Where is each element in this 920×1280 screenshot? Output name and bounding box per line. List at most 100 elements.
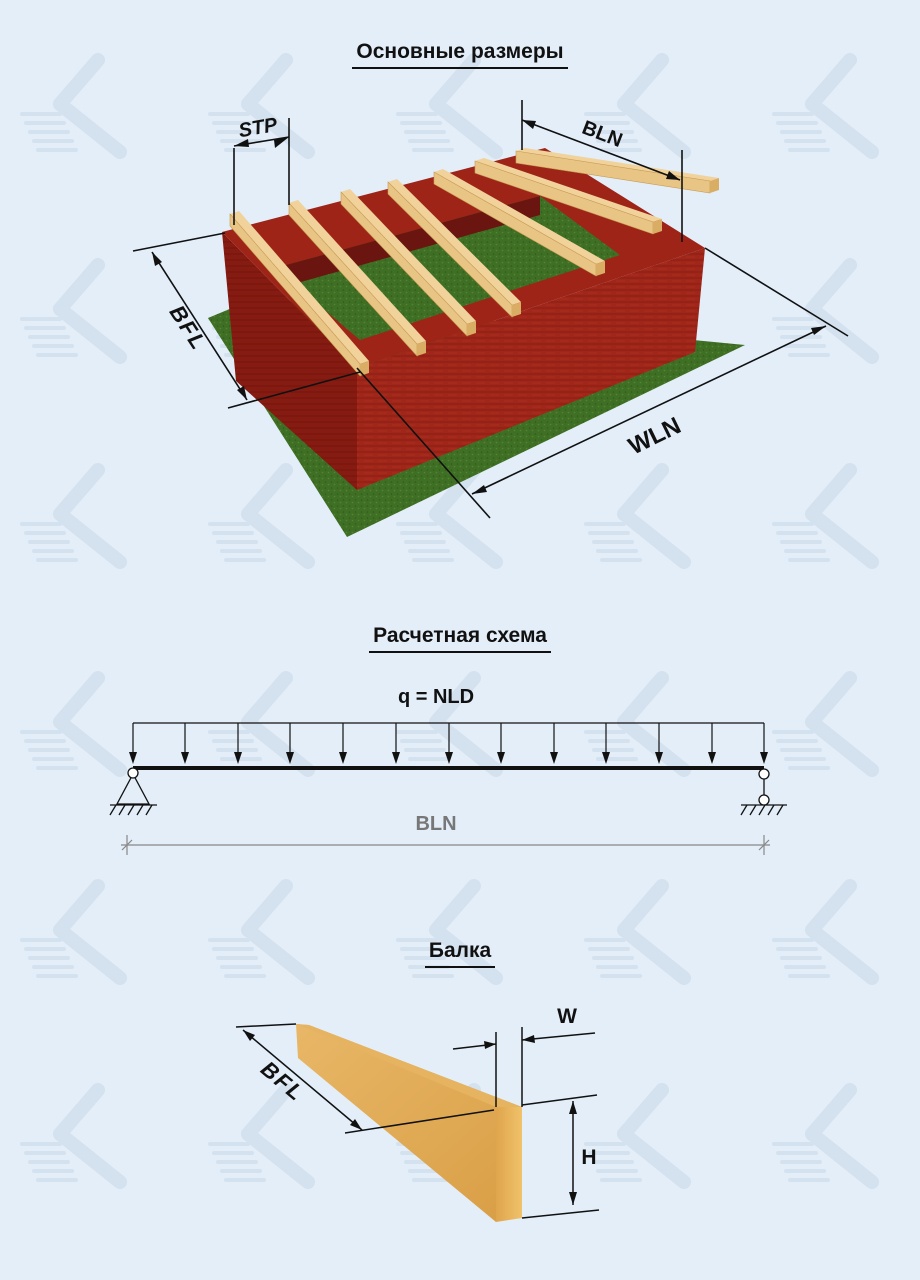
bfl-dimension-line bbox=[151, 251, 248, 401]
h-arrow-bottom bbox=[569, 1192, 577, 1205]
load-label: q = NLD bbox=[398, 686, 474, 708]
building-left-wall bbox=[222, 232, 357, 490]
load-arrow-head bbox=[760, 752, 768, 764]
watermark-logo bbox=[584, 879, 691, 985]
watermark-logo bbox=[20, 671, 127, 777]
joist bbox=[516, 148, 719, 181]
load-arrow-head bbox=[129, 752, 137, 764]
bfl-extension-top bbox=[132, 232, 226, 252]
wln-extension-left bbox=[356, 367, 491, 519]
bln-arrow-left bbox=[522, 120, 536, 129]
load-arrow-head bbox=[445, 752, 453, 764]
bfl-arrow-top bbox=[152, 252, 162, 266]
load-arrow-head bbox=[708, 752, 716, 764]
watermark-logo bbox=[208, 1083, 315, 1189]
title-calc-scheme: Расчетная схема bbox=[0, 624, 920, 653]
watermark-logo bbox=[772, 879, 879, 985]
watermark-logo bbox=[20, 879, 127, 985]
h-arrow-top bbox=[569, 1101, 577, 1114]
watermark-logo bbox=[772, 53, 879, 159]
bln-arrow-right bbox=[666, 171, 680, 180]
load-arrow-head bbox=[602, 752, 610, 764]
title-calc-scheme-text: Расчетная схема bbox=[369, 624, 551, 653]
load-arrow-head bbox=[392, 752, 400, 764]
watermark-logo bbox=[772, 463, 879, 569]
watermark-logo bbox=[772, 671, 879, 777]
watermark-logo bbox=[20, 1083, 127, 1189]
load-arrow-head bbox=[655, 752, 663, 764]
watermark-logo bbox=[584, 1083, 691, 1189]
joist-end bbox=[467, 321, 476, 336]
roller-bottom bbox=[758, 794, 770, 806]
watermark-logo bbox=[396, 879, 503, 985]
watermark-logo bbox=[396, 53, 503, 159]
watermark-logo bbox=[20, 258, 127, 364]
load-arrow-head bbox=[286, 752, 294, 764]
title-main-dimensions-text: Основные размеры bbox=[352, 40, 568, 69]
joist-end bbox=[360, 361, 369, 376]
load-arrow-head bbox=[181, 752, 189, 764]
span-label: BLN bbox=[415, 813, 456, 835]
roller-top bbox=[758, 768, 770, 780]
h-extension-top bbox=[521, 1094, 598, 1106]
watermark-logo bbox=[584, 53, 691, 159]
beam-bfl-arrow-top bbox=[243, 1030, 255, 1041]
h-extension-bottom bbox=[521, 1209, 600, 1219]
watermark-logo bbox=[20, 53, 127, 159]
watermark-logo bbox=[20, 463, 127, 569]
joist-end bbox=[653, 219, 662, 234]
beam-end-face bbox=[496, 1107, 522, 1222]
joist bbox=[341, 189, 476, 324]
stp-arrow-left bbox=[234, 139, 249, 147]
w-arrow-left bbox=[484, 1041, 496, 1049]
joist-end bbox=[417, 341, 426, 356]
bln-dimension-line bbox=[521, 119, 681, 181]
wln-arrow-left bbox=[472, 485, 487, 494]
beam-bfl-dimension-line bbox=[242, 1029, 363, 1131]
title-main-dimensions: Основные размеры bbox=[0, 40, 920, 69]
pinned-support-left bbox=[109, 772, 157, 816]
wln-extension-right bbox=[704, 247, 849, 337]
beam-h-label: H bbox=[581, 1146, 596, 1169]
bfl-extension-bottom bbox=[227, 371, 361, 409]
title-beam: Балка bbox=[0, 939, 920, 968]
beam-bfl-extension-top bbox=[235, 1023, 297, 1028]
span-tick-right bbox=[758, 839, 770, 851]
load-arrow-head bbox=[339, 752, 347, 764]
joist bbox=[434, 169, 605, 264]
joist bbox=[388, 179, 521, 305]
watermark-logo bbox=[772, 1083, 879, 1189]
joist bbox=[289, 200, 426, 344]
building-front-wall bbox=[357, 248, 705, 490]
joist bbox=[230, 211, 369, 364]
joist-end bbox=[512, 302, 521, 317]
span-tick-left bbox=[121, 839, 133, 851]
wln-arrow-right bbox=[811, 326, 826, 335]
load-arrows bbox=[129, 723, 768, 764]
bfl-arrow-bottom bbox=[237, 386, 247, 400]
joist bbox=[475, 158, 662, 222]
pin-left bbox=[127, 767, 139, 779]
load-arrow-head bbox=[550, 752, 558, 764]
watermark-logo bbox=[584, 463, 691, 569]
beam-bfl-extension-bottom bbox=[344, 1109, 495, 1134]
beam-w-label: W bbox=[557, 1005, 577, 1028]
watermark-logo bbox=[208, 53, 315, 159]
watermark-logo bbox=[208, 463, 315, 569]
joists-group bbox=[229, 148, 719, 377]
wln-dimension-line bbox=[471, 325, 827, 495]
title-beam-text: Балка bbox=[424, 939, 496, 968]
load-arrow-head bbox=[234, 752, 242, 764]
load-arrow-head bbox=[497, 752, 505, 764]
beam-top-face bbox=[296, 1024, 522, 1107]
joist-end bbox=[710, 178, 719, 193]
stp-arrow-right bbox=[274, 137, 289, 148]
w-arrow-right bbox=[522, 1035, 535, 1043]
beam-bfl-arrow-bottom bbox=[350, 1119, 362, 1130]
watermark-logo bbox=[208, 879, 315, 985]
